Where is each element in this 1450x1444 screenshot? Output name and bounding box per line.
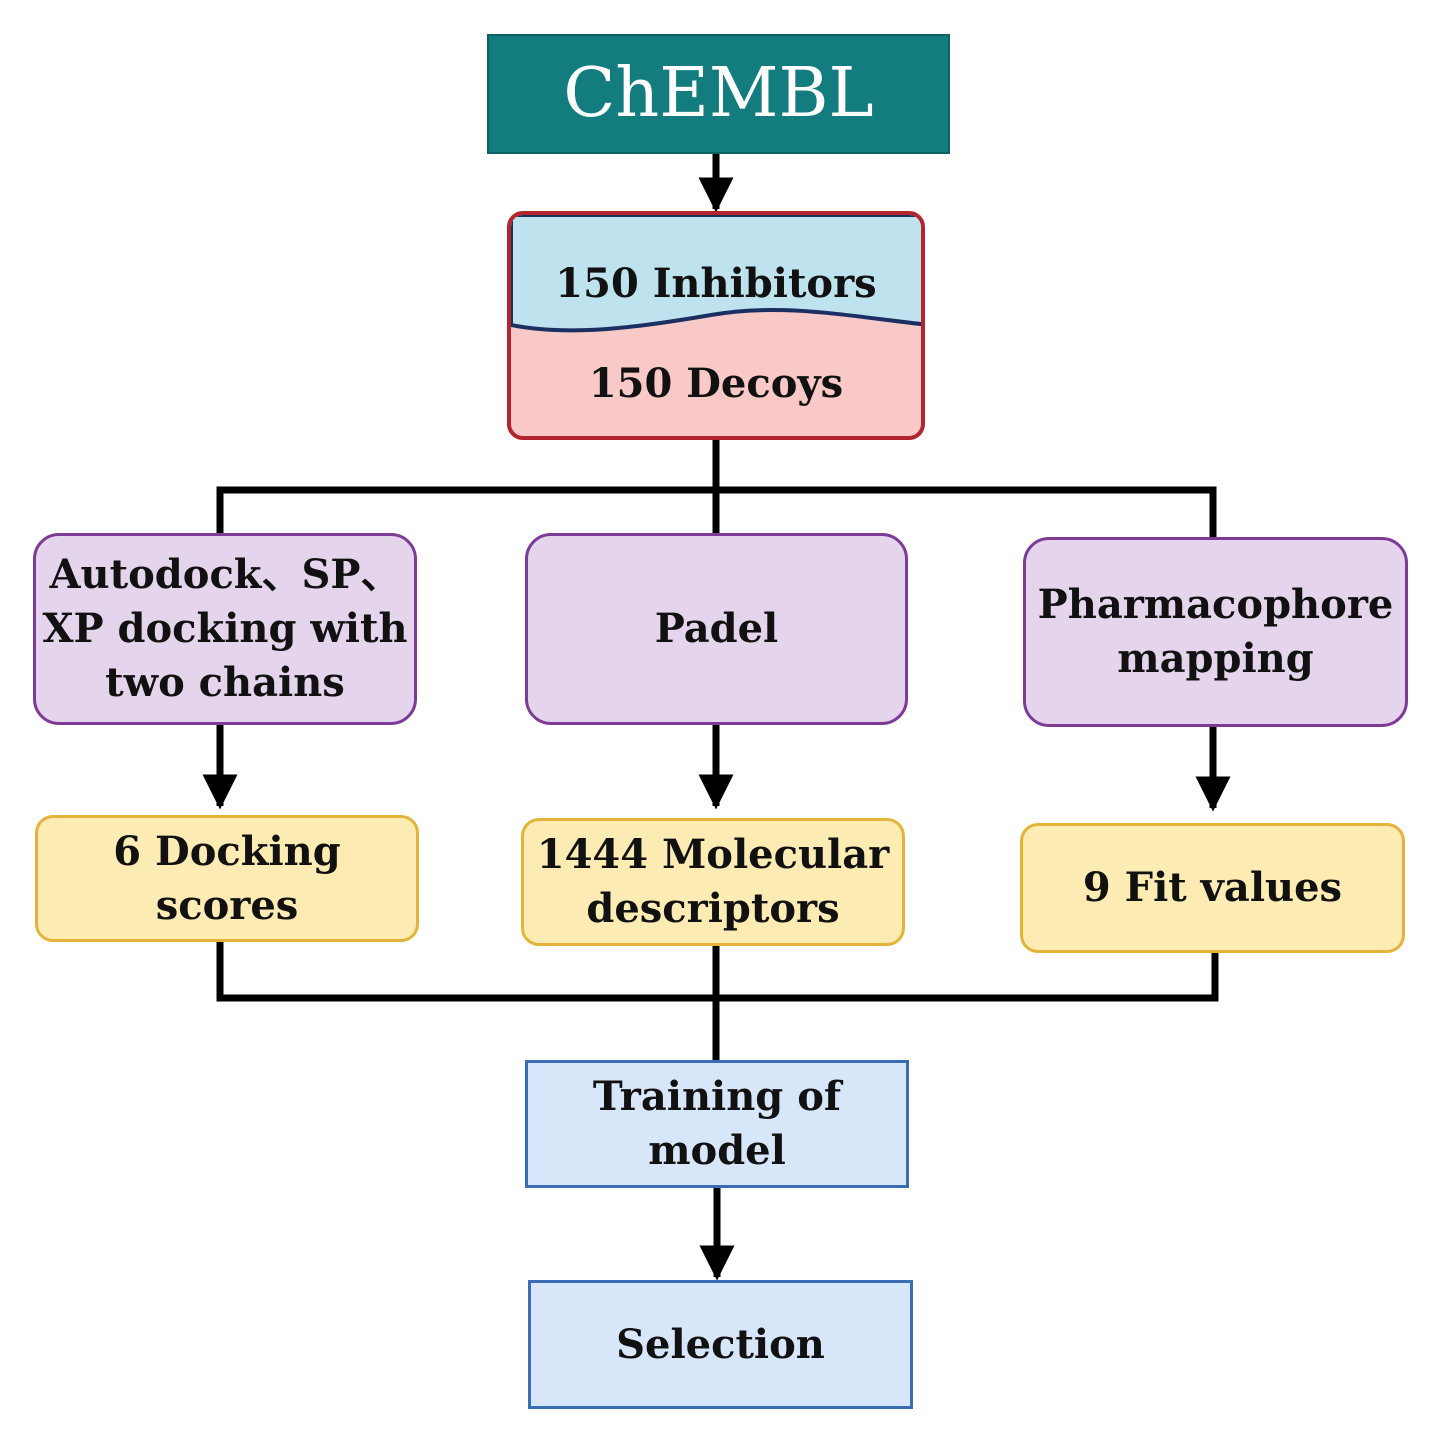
chembl-node: ChEMBL: [487, 34, 950, 154]
selection-label: Selection: [616, 1320, 825, 1368]
docking-method-label: Autodock、SP、 XP docking with two chains: [42, 551, 408, 706]
dataset-wave: [511, 215, 921, 333]
pharmacophore-method-label: Pharmacophore mapping: [1037, 581, 1394, 682]
padel-method-label: Padel: [654, 605, 779, 652]
docking-scores-node: 6 Docking scores: [35, 815, 419, 942]
training-label: Training of model: [592, 1073, 842, 1174]
selection-node: Selection: [528, 1280, 913, 1409]
decoys-label: 150 Decoys: [588, 360, 844, 407]
inhibitors-label: 150 Inhibitors: [555, 260, 877, 307]
docking-method-node: Autodock、SP、 XP docking with two chains: [33, 533, 417, 725]
training-node: Training of model: [525, 1060, 909, 1188]
docking-scores-label: 6 Docking scores: [113, 827, 341, 929]
fit-values-node: 9 Fit values: [1020, 823, 1405, 953]
chembl-label: ChEMBL: [563, 54, 874, 134]
molecular-descriptors-label: 1444 Molecular descriptors: [536, 831, 890, 932]
fit-values-label: 9 Fit values: [1082, 864, 1343, 911]
molecular-descriptors-node: 1444 Molecular descriptors: [521, 818, 905, 946]
padel-method-node: Padel: [525, 533, 908, 725]
pharmacophore-method-node: Pharmacophore mapping: [1023, 537, 1408, 727]
dataset-node: 150 Inhibitors 150 Decoys: [507, 211, 925, 440]
